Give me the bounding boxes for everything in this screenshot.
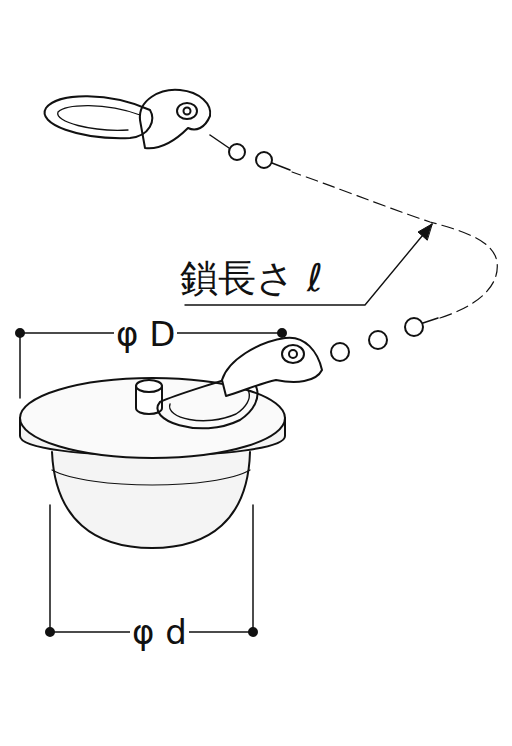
dimension-label: 鎖長さ ℓ <box>178 258 325 298</box>
dimension-label: φ d <box>130 614 189 650</box>
dimension-label: φ D <box>114 316 177 352</box>
